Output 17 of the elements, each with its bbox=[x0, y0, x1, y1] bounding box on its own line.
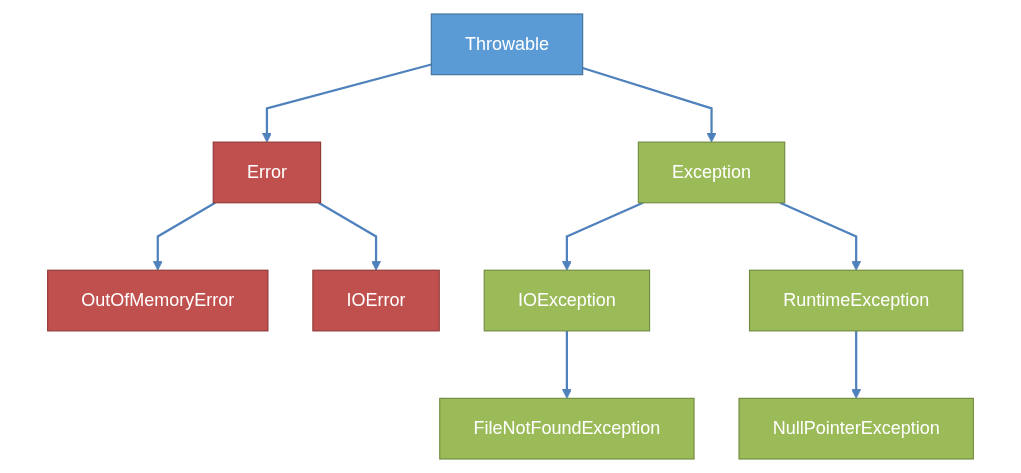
node-box: IOException bbox=[483, 269, 651, 332]
arrow bbox=[561, 201, 644, 271]
arrow bbox=[779, 201, 862, 271]
arrow bbox=[561, 330, 572, 399]
node-box: RuntimeException bbox=[748, 269, 964, 332]
node-box: FileNotFoundException bbox=[439, 397, 695, 460]
arrow bbox=[582, 66, 717, 143]
arrow bbox=[851, 330, 862, 399]
node-box: IOError bbox=[312, 269, 440, 332]
arrow bbox=[262, 63, 432, 143]
node-box: Exception bbox=[637, 141, 786, 204]
node-box: Error bbox=[212, 141, 322, 204]
arrow bbox=[152, 201, 216, 271]
node-box: Throwable bbox=[430, 13, 584, 76]
node-box: NullPointerException bbox=[738, 397, 974, 460]
node-box: OutOfMemoryError bbox=[47, 269, 269, 332]
arrow bbox=[318, 201, 381, 271]
